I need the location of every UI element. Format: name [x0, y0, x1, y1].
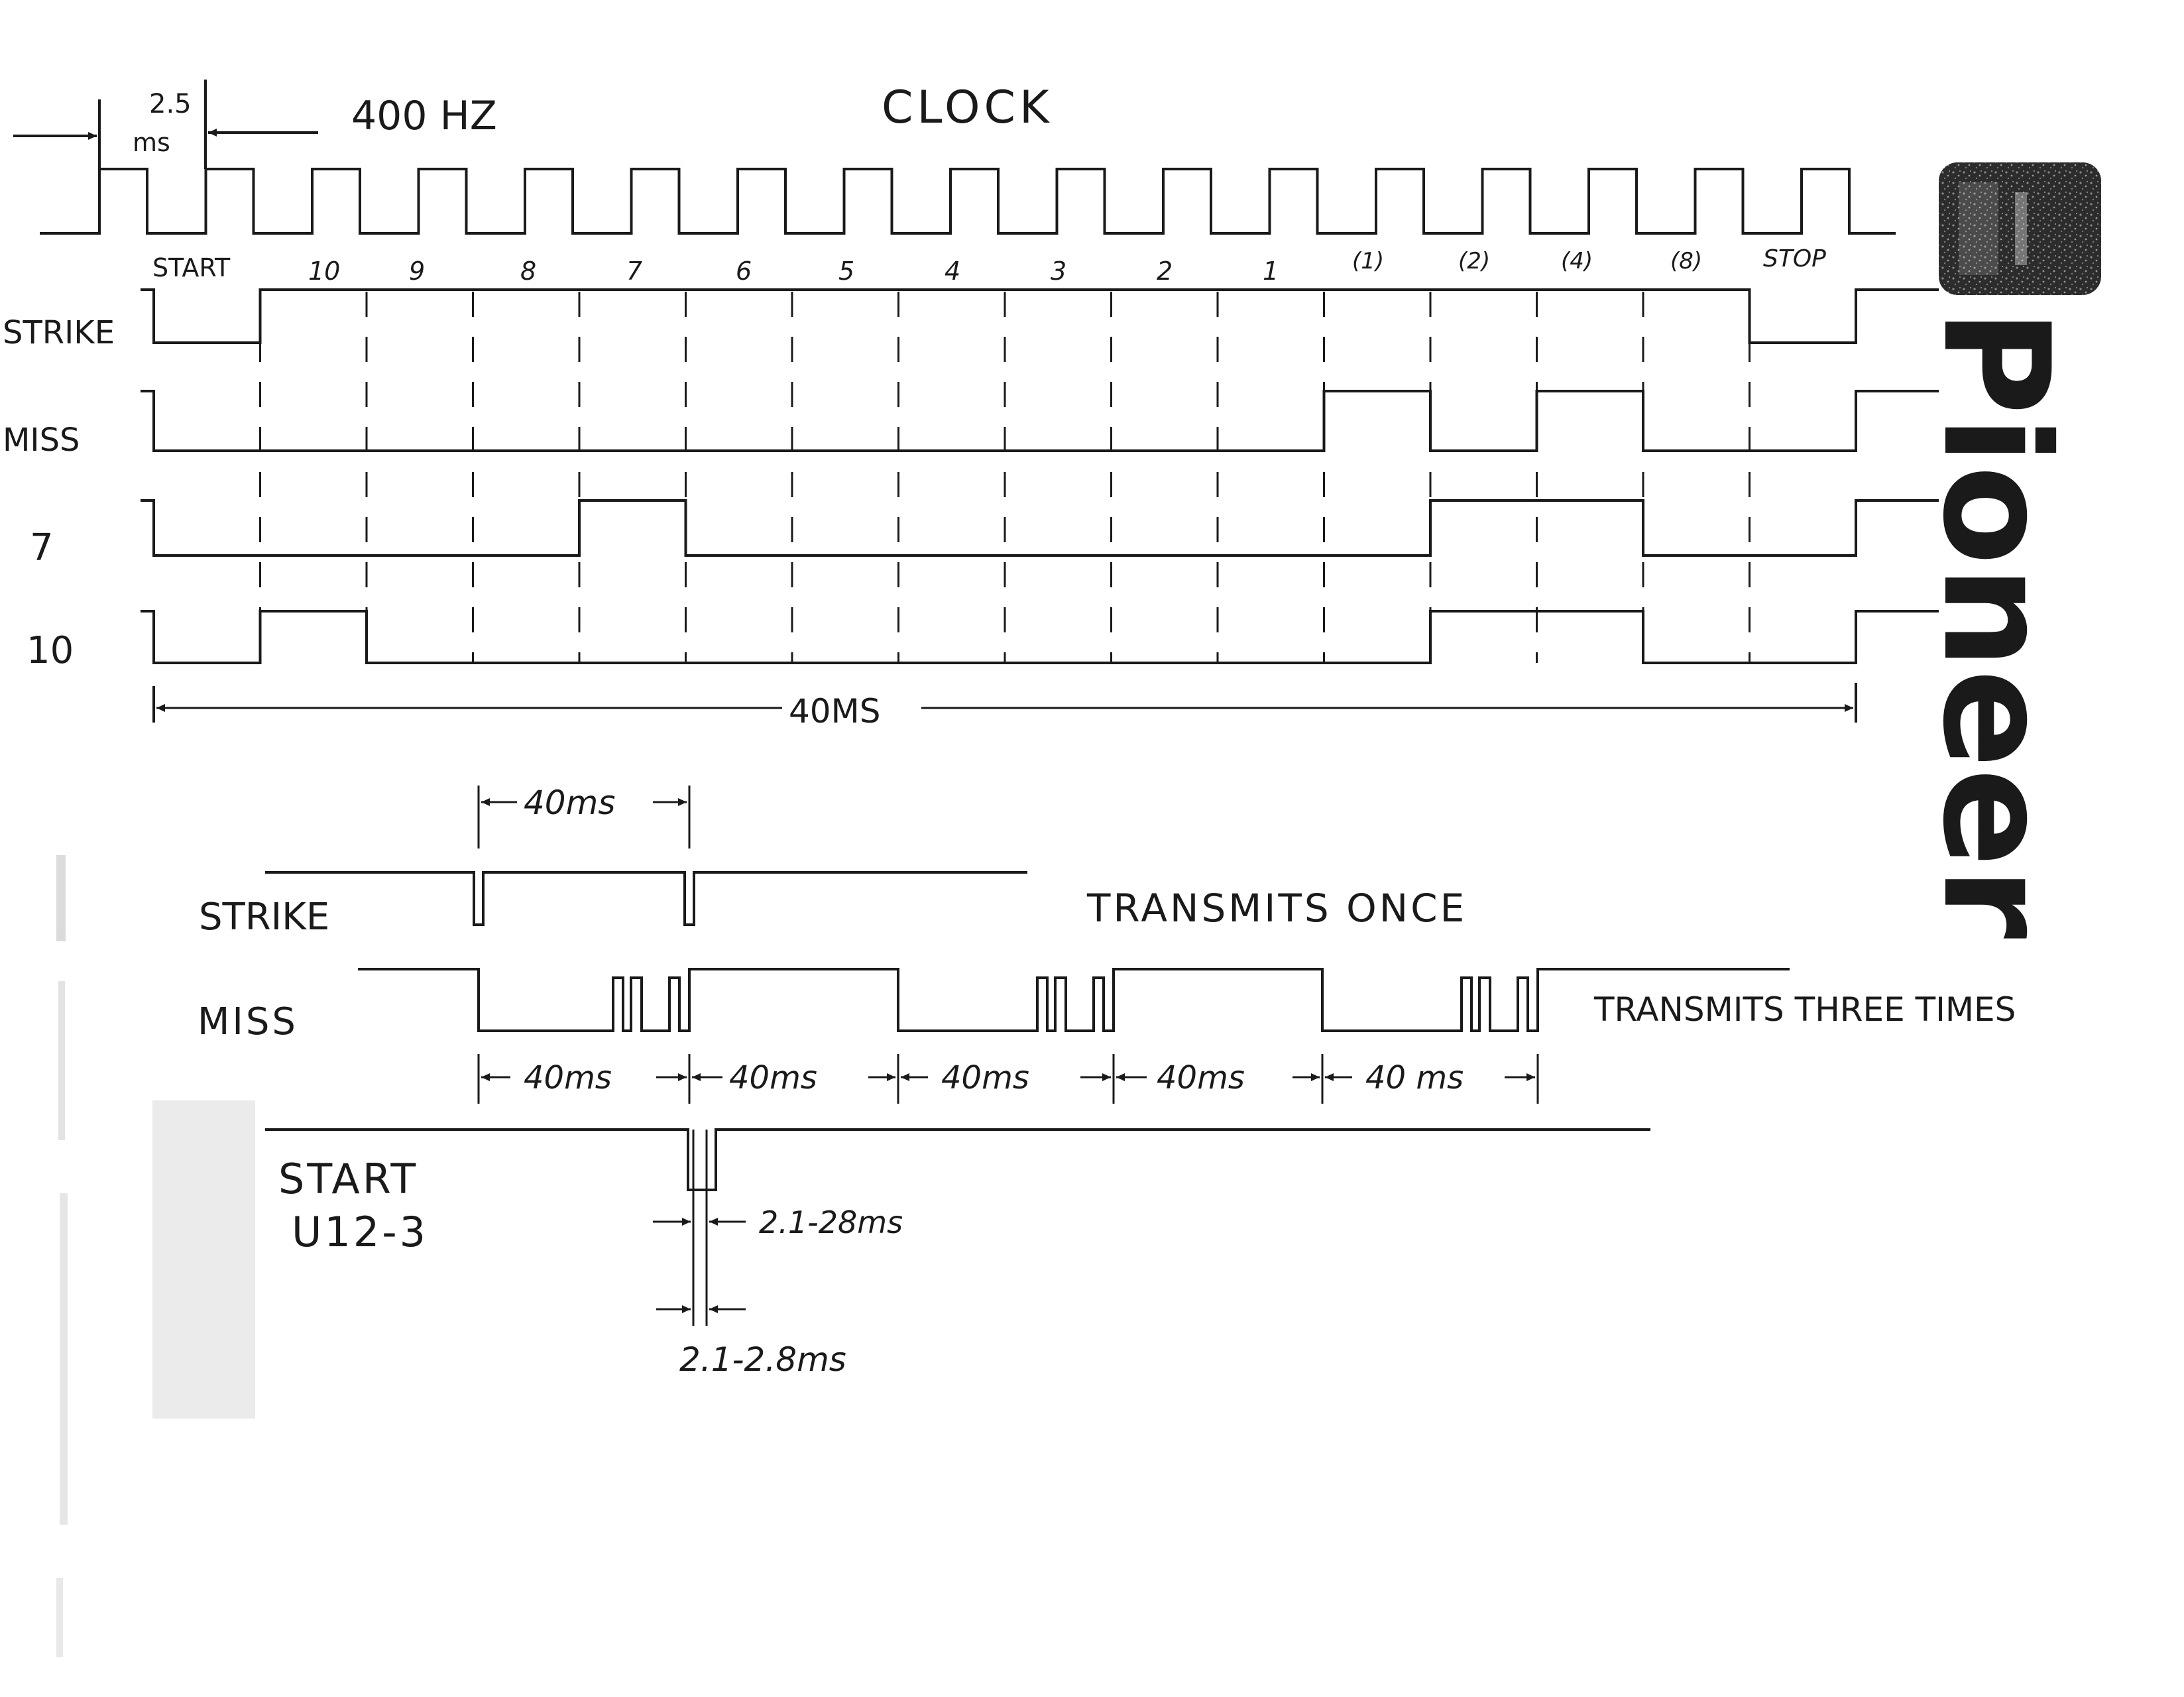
bit-label-stop: STOP: [1763, 245, 1826, 272]
frequency-label: 400 HZ: [351, 93, 497, 139]
strike-note: TRANSMITS ONCE: [1086, 886, 1467, 931]
miss-interval-5: 40 ms: [1365, 1059, 1464, 1096]
miss-note: TRANSMITS THREE TIMES: [1593, 990, 2016, 1029]
clock-waveform: [40, 168, 1896, 235]
pulse-width-label-1: 2.1-28ms: [759, 1204, 903, 1240]
bit-label-p4: (4): [1561, 248, 1593, 274]
bit-label-4: 4: [945, 257, 960, 286]
strike-detail-waveform: [265, 871, 1027, 926]
header: 2.5 ms 400 HZ CLOCK: [13, 80, 1053, 189]
signal-label-7: 7: [30, 526, 54, 569]
bit-label-1: 1: [1263, 257, 1279, 286]
seven-waveform: [141, 499, 1939, 557]
strike-gap-label: 40ms: [524, 784, 615, 822]
bit-label-2: 2: [1157, 257, 1173, 286]
miss-interval-4: 40ms: [1157, 1059, 1245, 1096]
pulse-width-label-2: 2.1-2.8ms: [679, 1340, 846, 1379]
miss-interval-3: 40ms: [941, 1059, 1029, 1096]
bit-label-p1: (1): [1352, 248, 1384, 274]
bit-label-6: 6: [736, 257, 752, 286]
bit-label-p8: (8): [1670, 248, 1702, 274]
pioneer-logo-mark: [1939, 162, 2101, 295]
strike-detail: 40ms STRIKE TRANSMITS ONCE: [199, 784, 1467, 939]
signal-label-strike: STRIKE: [3, 314, 115, 351]
frame-duration-label: 40MS: [789, 692, 881, 731]
miss-interval-2: 40ms: [729, 1059, 817, 1096]
start-label: START: [278, 1155, 418, 1203]
bit-label-8: 8: [520, 257, 536, 286]
bit-label-10: 10: [308, 257, 340, 286]
bit-label-7: 7: [626, 257, 642, 286]
clock-title: CLOCK: [882, 82, 1053, 134]
start-detail: START U12-3 2.1-28ms 2.1-2.8ms: [265, 1128, 1650, 1379]
start-detail-waveform: [265, 1128, 1650, 1191]
frame-duration-dimension: 40MS: [152, 683, 1857, 731]
bit-boundary-guides: [259, 292, 1751, 663]
miss-detail-label: MISS: [198, 1000, 298, 1043]
bit-label-3: 3: [1051, 257, 1066, 286]
signal-label-miss: MISS: [3, 422, 80, 459]
strike-detail-label: STRIKE: [199, 896, 329, 939]
signal-label-10: 10: [27, 629, 74, 672]
miss-detail-waveform: [358, 968, 1790, 1032]
scan-artifacts: [56, 855, 255, 1657]
miss-waveform: [141, 390, 1939, 452]
bit-labels: START 10 9 8 7 6 5 4 3 2 1 (1) (2) (4) (…: [152, 245, 1826, 286]
pioneer-logo: Pioneer: [1911, 162, 2101, 939]
pioneer-logo-text: Pioneer: [1911, 308, 2081, 939]
bit-label-start: START: [152, 253, 231, 282]
miss-interval-1: 40ms: [524, 1059, 612, 1096]
period-label-top: 2.5: [149, 89, 192, 119]
bit-label-9: 9: [409, 257, 425, 286]
start-source-label: U12-3: [292, 1208, 428, 1256]
miss-detail: MISS TRANSMITS THREE TIMES 40ms 40ms 40m…: [198, 968, 2016, 1104]
bit-label-5: 5: [838, 257, 854, 286]
bit-label-p2: (2): [1458, 248, 1490, 274]
period-label-bottom: ms: [133, 128, 170, 157]
strike-waveform: [141, 288, 1939, 344]
ten-waveform: [141, 610, 1939, 664]
